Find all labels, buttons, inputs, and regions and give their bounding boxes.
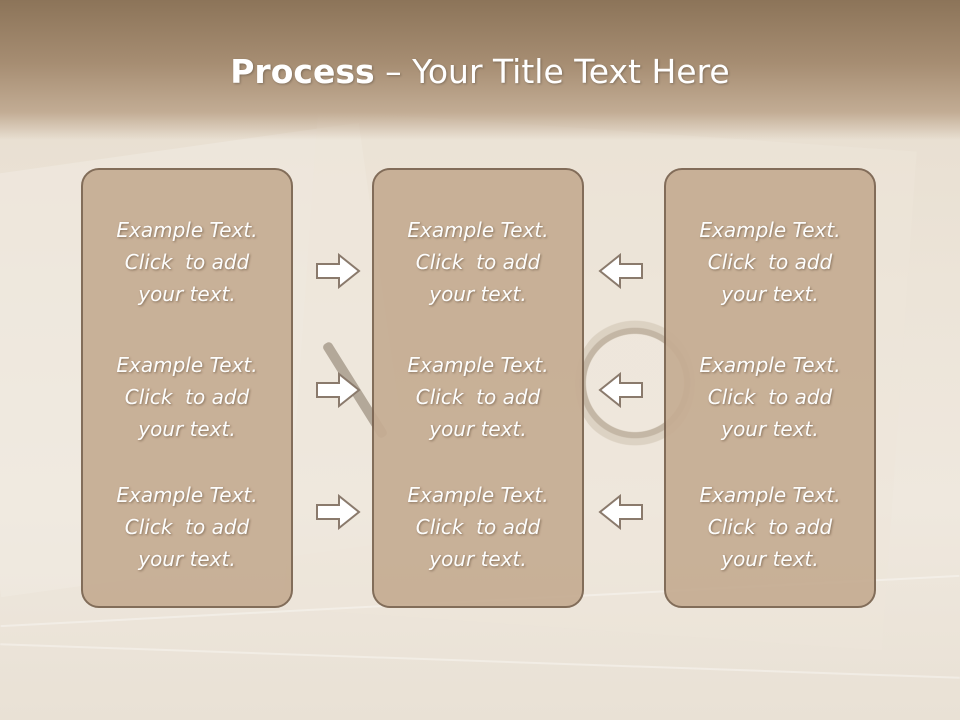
text-line: Click to add [124,250,250,274]
text-line: Example Text. [699,483,841,507]
text-line: your text. [429,547,527,571]
text-line: your text. [721,417,819,441]
text-placeholder[interactable]: Example Text. Click to add your text. [666,214,874,310]
text-line: Example Text. [116,218,258,242]
text-line: Example Text. [116,483,258,507]
arrow-right-icon[interactable] [315,494,361,530]
text-line: your text. [429,282,527,306]
text-line: your text. [138,282,236,306]
text-placeholder[interactable]: Example Text. Click to add your text. [83,214,291,310]
text-line: Click to add [415,515,541,539]
arrow-right-icon[interactable] [315,253,361,289]
text-line: Example Text. [407,483,549,507]
text-line: your text. [429,417,527,441]
title-bold: Process [230,52,375,91]
text-line: Click to add [707,250,833,274]
text-line: Click to add [707,515,833,539]
text-line: Click to add [124,515,250,539]
arrow-left-icon[interactable] [598,253,644,289]
text-line: Click to add [707,385,833,409]
process-box-center[interactable]: Example Text. Click to add your text. Ex… [372,168,584,608]
text-placeholder[interactable]: Example Text. Click to add your text. [374,214,582,310]
text-line: your text. [138,417,236,441]
text-line: Click to add [415,385,541,409]
text-line: your text. [721,547,819,571]
text-line: Example Text. [407,218,549,242]
text-line: your text. [721,282,819,306]
text-placeholder[interactable]: Example Text. Click to add your text. [666,349,874,445]
process-box-left[interactable]: Example Text. Click to add your text. Ex… [81,168,293,608]
text-line: Click to add [124,385,250,409]
text-placeholder[interactable]: Example Text. Click to add your text. [83,479,291,575]
text-line: Example Text. [699,353,841,377]
text-placeholder[interactable]: Example Text. Click to add your text. [374,349,582,445]
text-placeholder[interactable]: Example Text. Click to add your text. [666,479,874,575]
paper-crease [0,643,960,679]
text-placeholder[interactable]: Example Text. Click to add your text. [83,349,291,445]
title-rest: – Your Title Text Here [374,52,730,91]
arrow-left-icon[interactable] [598,372,644,408]
text-placeholder[interactable]: Example Text. Click to add your text. [374,479,582,575]
arrow-right-icon[interactable] [315,372,361,408]
title-bar [0,0,960,140]
text-line: your text. [138,547,236,571]
text-line: Example Text. [407,353,549,377]
text-line: Example Text. [699,218,841,242]
arrow-left-icon[interactable] [598,494,644,530]
process-box-right[interactable]: Example Text. Click to add your text. Ex… [664,168,876,608]
text-line: Example Text. [116,353,258,377]
text-line: Click to add [415,250,541,274]
slide-title[interactable]: Process – Your Title Text Here [0,52,960,91]
